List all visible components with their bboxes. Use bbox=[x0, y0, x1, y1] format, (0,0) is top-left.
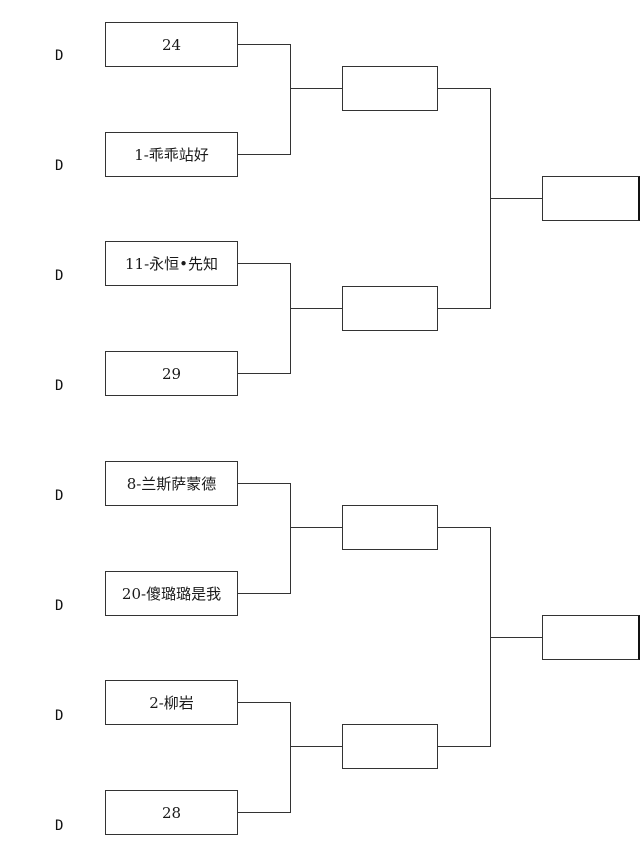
connector-line bbox=[490, 637, 542, 638]
connector-line bbox=[238, 44, 290, 45]
connector-line bbox=[290, 308, 342, 309]
seed-label: D bbox=[55, 378, 64, 394]
connector-line bbox=[290, 746, 342, 747]
connector-line bbox=[238, 373, 290, 374]
connector-line bbox=[438, 527, 490, 528]
connector-line bbox=[290, 483, 291, 594]
round1-slot: 1-乖乖站好 bbox=[105, 132, 238, 177]
round2-slot bbox=[342, 724, 438, 769]
round1-slot: 20-傻璐璐是我 bbox=[105, 571, 238, 616]
round3-slot bbox=[542, 176, 640, 221]
round2-slot bbox=[342, 505, 438, 550]
connector-line bbox=[438, 88, 490, 89]
seed-label: D bbox=[55, 598, 64, 614]
connector-line bbox=[290, 527, 342, 528]
round1-slot: 2-柳岩 bbox=[105, 680, 238, 725]
seed-label: D bbox=[55, 158, 64, 174]
seed-label: D bbox=[55, 708, 64, 724]
connector-line bbox=[290, 263, 291, 374]
round1-slot: 11-永恒•先知 bbox=[105, 241, 238, 286]
connector-line bbox=[490, 198, 542, 199]
seed-label: D bbox=[55, 48, 64, 64]
connector-line bbox=[438, 746, 490, 747]
connector-line bbox=[290, 44, 291, 155]
round3-slot bbox=[542, 615, 640, 660]
connector-line bbox=[238, 812, 290, 813]
connector-line bbox=[438, 308, 490, 309]
round1-slot: 29 bbox=[105, 351, 238, 396]
connector-line bbox=[238, 483, 290, 484]
connector-line bbox=[290, 88, 342, 89]
round1-slot: 28 bbox=[105, 790, 238, 835]
connector-line bbox=[238, 702, 290, 703]
round1-slot: 24 bbox=[105, 22, 238, 67]
seed-label: D bbox=[55, 818, 64, 834]
round1-slot: 8-兰斯萨蒙德 bbox=[105, 461, 238, 506]
round2-slot bbox=[342, 66, 438, 111]
connector-line bbox=[238, 263, 290, 264]
connector-line bbox=[238, 154, 290, 155]
connector-line bbox=[290, 702, 291, 813]
seed-label: D bbox=[55, 488, 64, 504]
seed-label: D bbox=[55, 268, 64, 284]
connector-line bbox=[238, 593, 290, 594]
round2-slot bbox=[342, 286, 438, 331]
